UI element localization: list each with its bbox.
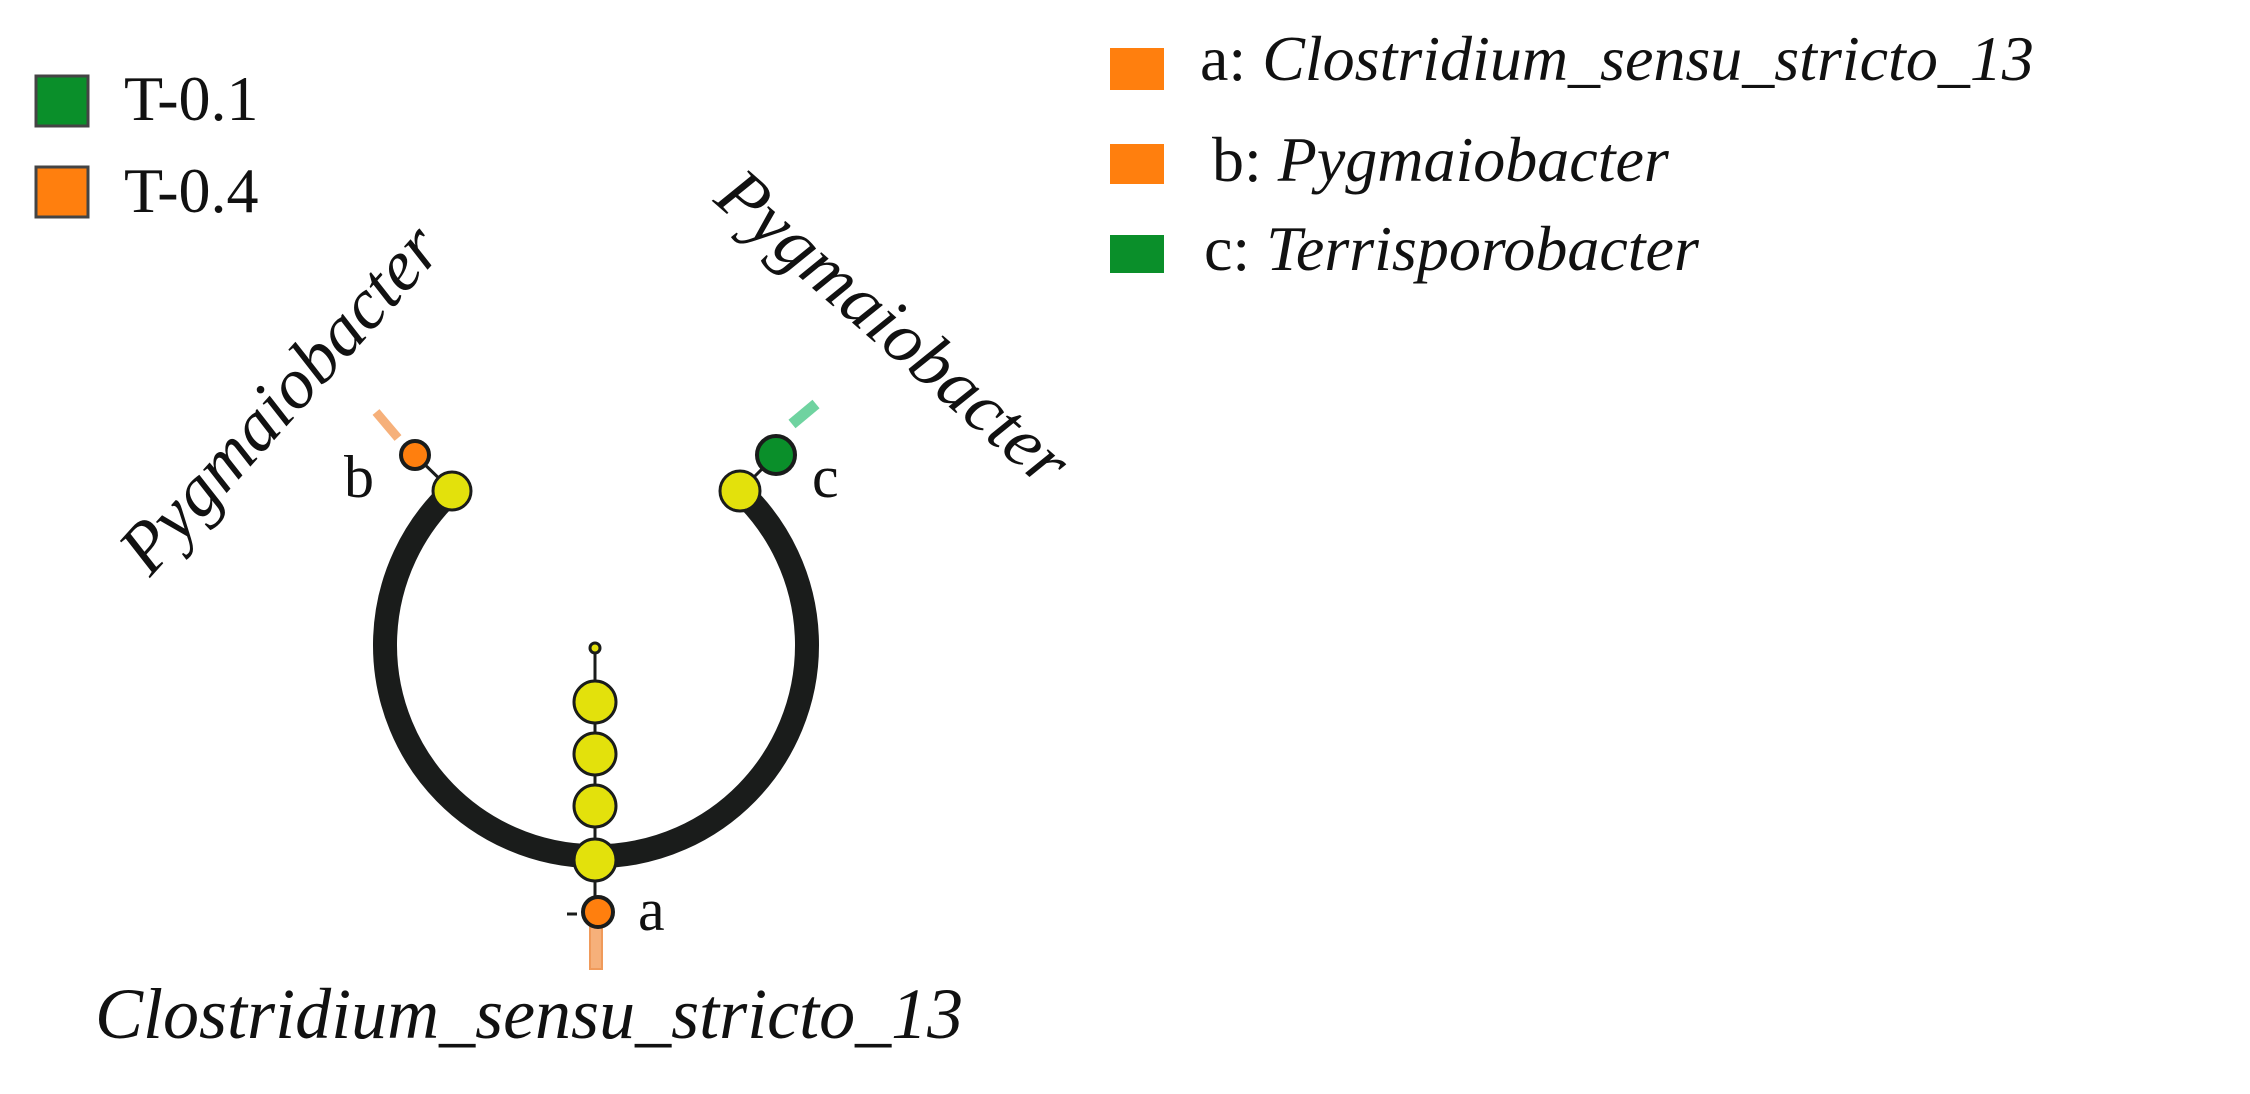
taxa-swatch-c	[1110, 235, 1164, 273]
stem-node-2	[572, 731, 618, 777]
taxa-entry-a: a: Clostridium_sensu_stricto_13	[1200, 23, 2034, 94]
branch-b: b	[344, 409, 473, 512]
group-legend: T-0.1 T-0.4	[34, 63, 259, 226]
taxa-entry-c: c: Terrisporobacter	[1204, 213, 1700, 284]
tiny-node	[588, 641, 602, 655]
legend-label-t04: T-0.4	[124, 155, 259, 226]
taxa-swatch-a	[1110, 48, 1164, 90]
node-label-a: a	[638, 877, 665, 943]
stem-node-3	[572, 783, 618, 829]
branch-a: a	[567, 877, 665, 970]
branch-c-node	[718, 469, 762, 513]
node-label-c: c	[812, 444, 839, 510]
taxa-swatch-b	[1110, 144, 1164, 184]
central-chain	[572, 641, 618, 883]
legend-swatch-t01	[34, 74, 90, 128]
taxa-entry-b: b: Pygmaiobacter	[1212, 124, 1670, 195]
clade-label-left: Pygmaiobacter	[102, 208, 457, 590]
node-label-b: b	[344, 444, 374, 510]
branch-c: c	[718, 399, 839, 513]
stem-node-1	[572, 679, 618, 725]
legend-label-t01: T-0.1	[124, 63, 259, 134]
branch-b-highlight-bar	[372, 409, 402, 441]
branch-a-highlight-bar	[589, 924, 603, 970]
legend-swatch-t04	[34, 165, 90, 219]
branch-c-highlight-bar	[788, 399, 820, 429]
taxa-legend: a: Clostridium_sensu_stricto_13 b: Pygma…	[1110, 23, 2034, 284]
branch-c-leaf-node	[755, 434, 797, 476]
stem-node-root	[572, 837, 618, 883]
branch-a-leaf-node	[581, 895, 615, 929]
branch-b-leaf-node	[399, 439, 431, 471]
branch-b-node	[431, 470, 473, 512]
clade-label-bottom: Clostridium_sensu_stricto_13	[95, 974, 963, 1054]
